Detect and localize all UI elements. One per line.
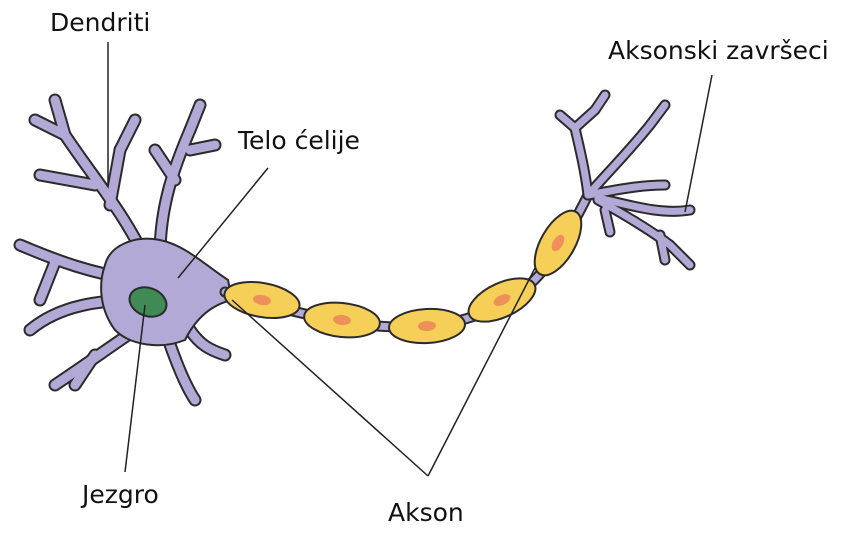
label-nucleus: Jezgro [82,482,159,507]
axon-terminals [560,95,690,265]
myelin-segment [222,277,303,324]
label-dendrites: Dendriti [50,10,150,35]
myelin-segment [388,307,466,345]
label-cell-body: Telo ćelije [238,128,360,153]
label-axon: Akson [388,500,464,525]
myelin-segment [302,299,381,341]
cell-body [101,239,232,345]
label-axon-terminals: Aksonski završeci [608,38,829,63]
axon-terminals-leader [685,75,712,212]
cell-body-leader [178,168,268,278]
